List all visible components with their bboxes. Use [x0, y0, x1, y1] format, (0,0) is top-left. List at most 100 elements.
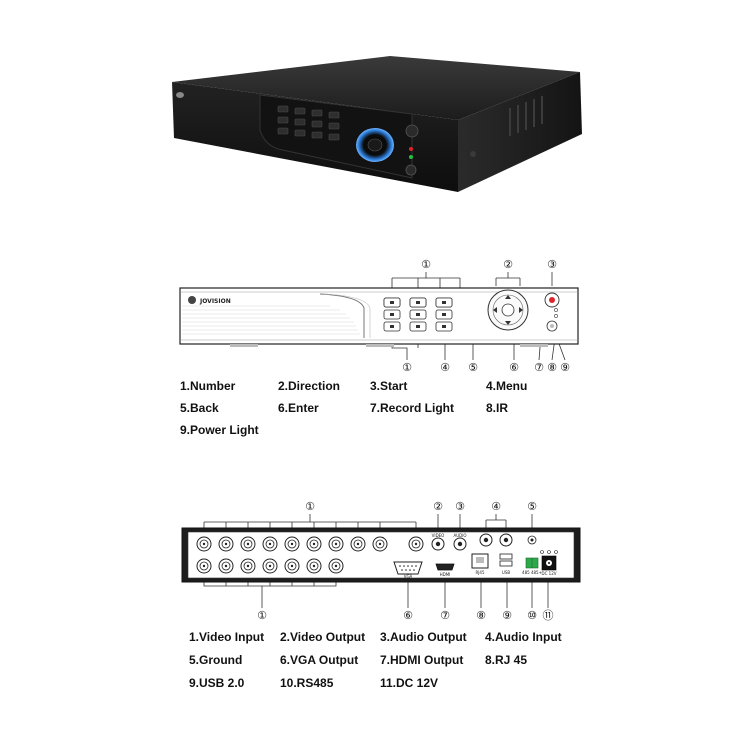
dvr-photo-svg	[172, 56, 582, 192]
video-output-port: VIDEO	[431, 533, 445, 551]
keypad-key-mark	[390, 313, 394, 316]
bnc-ring	[287, 561, 297, 571]
dvr-top-face	[172, 56, 580, 120]
front-callout-5: ⑤	[468, 361, 478, 374]
keypad-key-mark	[390, 325, 394, 328]
rj45-label: RJ45	[475, 570, 485, 575]
front-keypad	[383, 297, 453, 332]
ground-terminal	[527, 535, 537, 545]
dvr-photo	[160, 50, 600, 200]
bnc-ring	[287, 539, 297, 549]
photo-record-led	[409, 147, 413, 151]
front-legend-item: 4.Menu	[486, 379, 528, 393]
bnc-pin	[356, 542, 360, 546]
front-legend-item: 7.Record Light	[370, 401, 455, 415]
bnc-ring	[331, 561, 341, 571]
rear-panel-diagram: ① ② ③ ④ ⑤ ① ⑥ ⑦ ⑧ ⑨ ⑩ ⑪	[170, 494, 590, 626]
brand-name: JOVISION	[199, 298, 231, 305]
keypad-key-mark	[416, 325, 420, 328]
video-input-ports	[196, 536, 424, 574]
vga-port: VGA	[393, 561, 423, 579]
bnc-ring	[309, 539, 319, 549]
bnc-ring	[221, 539, 231, 549]
audio-out-label: AUDIO	[453, 533, 466, 538]
front-legend-item: 3.Start	[370, 379, 408, 393]
photo-keypad	[277, 105, 340, 141]
rear-callout-2: ②	[433, 500, 443, 513]
dc-label: DC 12V	[542, 571, 557, 576]
usb-label: USB	[502, 570, 510, 575]
bnc-pin	[268, 564, 272, 568]
dvr-side-face	[458, 72, 582, 192]
bnc-pin	[290, 542, 294, 546]
front-legend-item: 2.Direction	[278, 379, 341, 393]
rear-callout-11: ⑪	[543, 609, 554, 622]
power-light	[554, 314, 558, 318]
bnc-pin	[224, 564, 228, 568]
brand-logo-icon	[176, 92, 184, 98]
arrow-right-icon	[519, 307, 523, 313]
front-callout-1-top: ①	[421, 258, 431, 271]
side-screw	[470, 151, 476, 157]
bnc-ring	[243, 539, 253, 549]
bnc-ring	[221, 561, 231, 571]
bnc-pin	[290, 564, 294, 568]
rear-legend-item: 8.RJ 45	[485, 653, 528, 667]
front-callout-6: ⑥	[509, 361, 519, 374]
arrow-down-icon	[505, 321, 511, 325]
rear-callout-1-top: ①	[305, 500, 315, 513]
front-panel-svg: ① ② ③ ① ④ ⑤ ⑥ ⑦ ⑧ ⑨	[179, 258, 579, 374]
bnc-pin	[312, 564, 316, 568]
rear-callout-3: ③	[455, 500, 465, 513]
photo-power-led	[409, 155, 413, 159]
arrow-left-icon	[493, 307, 497, 313]
keypad-key-mark	[416, 301, 420, 304]
rear-legend-item: 9.USB 2.0	[189, 676, 245, 690]
bnc-ring	[309, 561, 319, 571]
bnc-pin	[378, 542, 382, 546]
audio-input-ports	[479, 533, 513, 547]
bnc-pin	[334, 564, 338, 568]
keypad-key-mark	[442, 313, 446, 316]
vga-label: VGA	[404, 574, 413, 579]
front-legend-item: 8.IR	[486, 401, 509, 415]
brand-logo-icon	[188, 296, 196, 304]
rear-callout-10: ⑩	[527, 609, 537, 622]
direction-pad	[487, 289, 529, 331]
rear-callout-1-bottom: ①	[257, 609, 267, 622]
bnc-ring	[331, 539, 341, 549]
bnc-pin	[202, 564, 206, 568]
front-legend-item: 5.Back	[180, 401, 219, 415]
rear-panel-svg: ① ② ③ ④ ⑤ ① ⑥ ⑦ ⑧ ⑨ ⑩ ⑪	[181, 500, 581, 622]
enter-button	[501, 303, 515, 317]
bnc-ring	[243, 561, 253, 571]
rs485-terminal: 485 485+	[522, 557, 542, 575]
bnc-ring	[375, 539, 385, 549]
bnc-pin	[334, 542, 338, 546]
rear-legend-item: 2.Video Output	[280, 630, 366, 644]
bnc-ring	[265, 539, 275, 549]
front-callout-9: ⑨	[560, 361, 570, 374]
rs485-label: 485 485+	[522, 570, 542, 575]
start-icon	[549, 297, 555, 303]
arrow-up-icon	[505, 295, 511, 299]
rear-legend-item: 3.Audio Output	[380, 630, 467, 644]
dc-power-jack: DC 12V	[540, 550, 558, 576]
rear-callout-4: ④	[491, 500, 501, 513]
photo-ir-window	[405, 164, 417, 176]
front-legend-item: 9.Power Light	[180, 423, 259, 437]
bnc-ring	[265, 561, 275, 571]
hdmi-port: HDMI	[435, 563, 455, 577]
rear-legend-item: 7.HDMI Output	[380, 653, 464, 667]
bnc-pin	[224, 542, 228, 546]
rear-callout-9: ⑨	[502, 609, 512, 622]
bnc-pin	[268, 542, 272, 546]
keypad-key-mark	[390, 301, 394, 304]
bnc-pin	[202, 542, 206, 546]
bnc-ring	[353, 539, 363, 549]
rj45-port: RJ45	[471, 553, 489, 575]
rear-legend-item: 1.Video Input	[189, 630, 265, 644]
hdmi-label: HDMI	[440, 572, 451, 577]
keypad-key-mark	[416, 313, 420, 316]
bnc-pin	[246, 564, 250, 568]
